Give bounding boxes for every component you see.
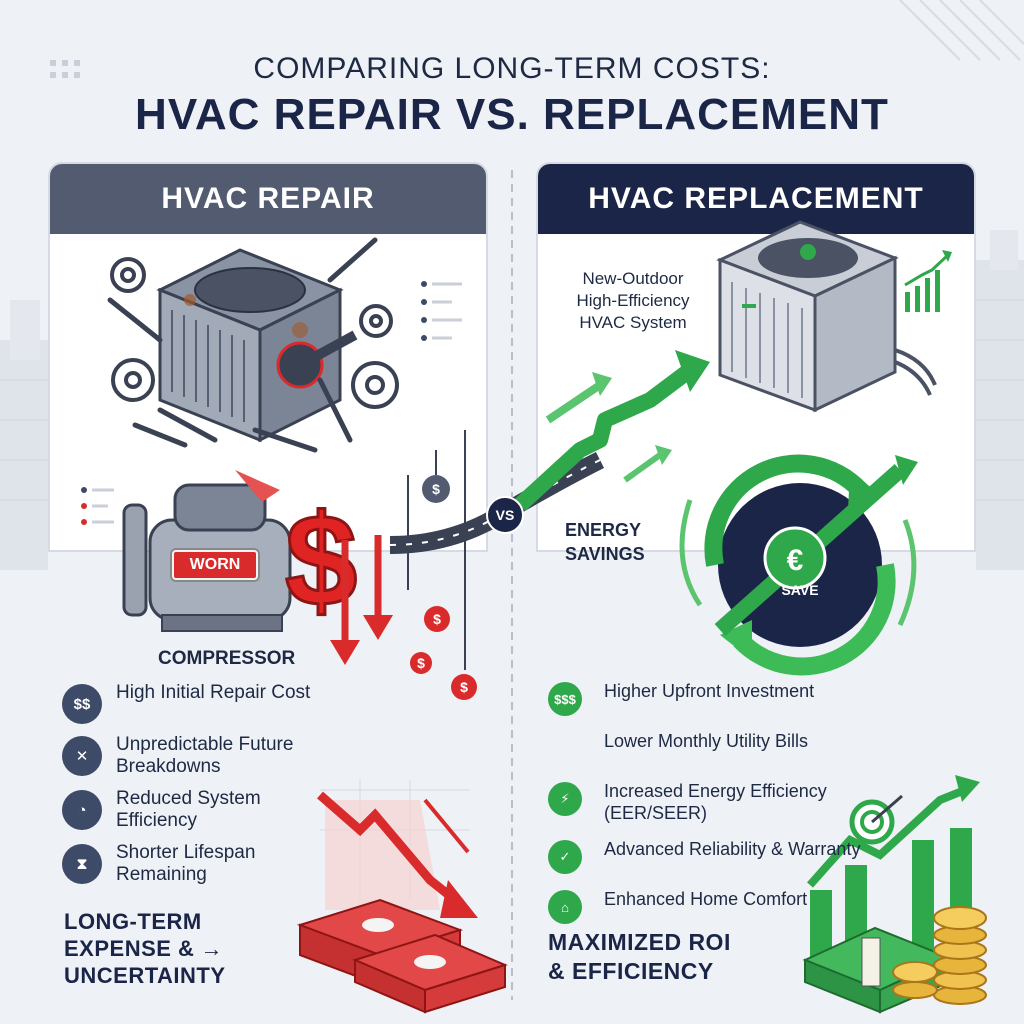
replacement-panel-heading: HVAC REPLACEMENT [538,164,974,234]
repair-panel-heading: HVAC REPAIR [50,164,486,234]
list-item: $$$ Higher Upfront Investment [548,680,878,716]
list-item-text: High Initial Repair Cost [116,682,311,703]
hourglass-icon: ⧗ [62,844,102,884]
repair-conclusion-line-2: EXPENSE & [64,936,195,961]
repair-panel: HVAC REPAIR [48,162,488,552]
list-item: ⚡ Increased Energy Efficiency (EER/SEER) [548,780,878,824]
shield-icon: ✓ [548,840,582,874]
energy-savings-line-1: ENERGY [565,520,642,540]
list-item: $$ High Initial Repair Cost [62,682,342,724]
list-item-text: Shorter Lifespan Remaining [116,842,256,885]
title-line-1: COMPARING LONG-TERM COSTS: [253,52,771,85]
list-item-text: Enhanced Home Comfort [604,889,808,909]
repair-drawbacks-list: $$ High Initial Repair Cost ✕ Unpredicta… [62,682,342,896]
new-unit-label-line-2: High-Efficiency [576,291,690,310]
repair-conclusion-line-3: UNCERTAINTY [64,963,226,988]
energy-savings-line-2: SAVINGS [565,544,645,564]
gauge-icon: ◔ [62,790,102,830]
worn-badge: WORN [172,550,258,580]
list-item-text: Reduced System Efficiency [116,788,261,831]
bill-icon [548,732,582,766]
replacement-conclusion-line-1: MAXIMIZED ROI [548,929,731,955]
repair-conclusion-line-2-wrap: EXPENSE &→ [64,935,226,962]
list-item-text: Lower Monthly Utility Bills [604,731,809,751]
replacement-benefits-list: $$$ Higher Upfront Investment Lower Mont… [548,680,878,938]
list-item: ⧗ Shorter Lifespan Remaining [62,842,342,886]
dollar-icon: $$ [62,684,102,724]
repair-conclusion-line-1: LONG-TERM [64,909,202,934]
list-item-text: Increased Energy Efficiency (EER/SEER) [604,781,827,823]
replacement-panel: HVAC REPLACEMENT [536,162,976,552]
new-unit-label-line-1: New-Outdoor [582,269,684,288]
repair-conclusion: LONG-TERM EXPENSE &→ UNCERTAINTY [64,908,226,989]
new-unit-label: New-Outdoor High-Efficiency HVAC System [548,268,718,334]
replacement-conclusion-line-2: & EFFICIENCY [548,958,714,984]
dollar-icon: $$$ [548,682,582,716]
lightning-icon: ⚡ [548,782,582,816]
compressor-label: COMPRESSOR [158,648,296,669]
page-title: COMPARING LONG-TERM COSTS: HVAC REPAIR V… [0,52,1024,140]
list-item: ◔ Reduced System Efficiency [62,788,342,832]
list-item-text: Higher Upfront Investment [604,681,815,701]
home-icon: ⌂ [548,890,582,924]
list-item-text: Unpredictable Future Breakdowns [116,734,294,777]
save-label: SAVE [781,582,819,598]
replacement-conclusion: MAXIMIZED ROI & EFFICIENCY [548,928,731,986]
list-item: ✕ Unpredictable Future Breakdowns [62,734,342,778]
title-line-2: HVAC REPAIR VS. REPLACEMENT [135,90,889,139]
arrow-right-icon: → [200,936,223,961]
list-item: ⌂ Enhanced Home Comfort [548,888,878,924]
new-unit-label-line-3: HVAC System [579,313,687,332]
energy-savings-label: ENERGY SAVINGS [565,518,645,566]
wrench-icon: ✕ [62,736,102,776]
list-item-text: Advanced Reliability & Warranty [604,839,861,859]
vs-badge: VS [486,496,524,534]
list-item: Lower Monthly Utility Bills [548,730,878,766]
list-item: ✓ Advanced Reliability & Warranty [548,838,878,874]
